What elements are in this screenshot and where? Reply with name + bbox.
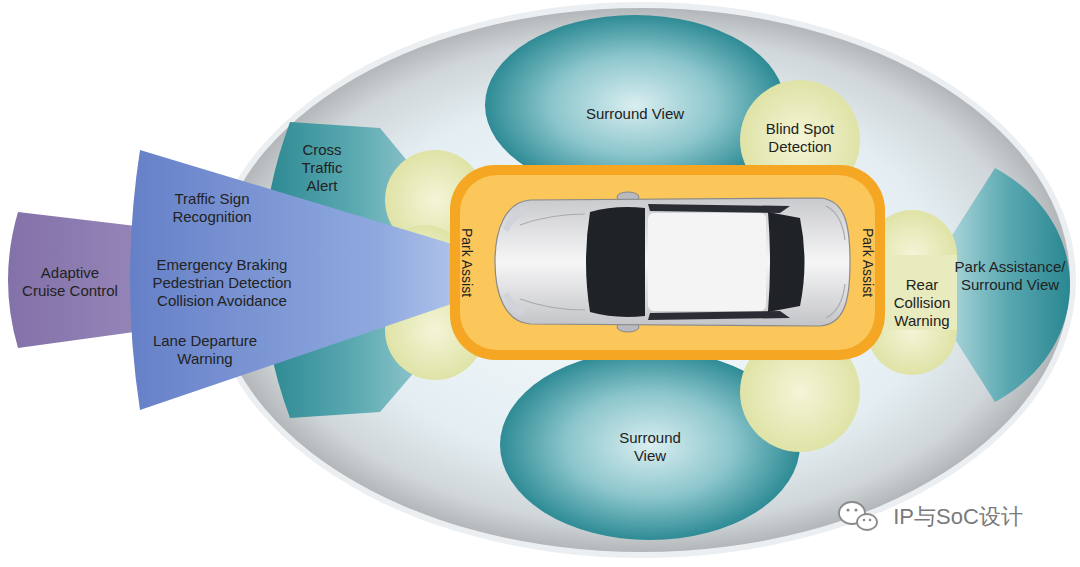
short-range-lobes [385, 80, 957, 452]
sensor-zone: Lane Departure Warning [140, 320, 280, 410]
sensor-zone: Emergency Braking Pedestrian Detection C… [140, 240, 310, 330]
wechat-icon [839, 502, 877, 530]
sensor-zone: Park Assistance/ Surround View [935, 168, 1072, 402]
zone-label: Park Assistance/ Surround View [950, 258, 1070, 294]
sensor-zone: Surround View [485, 15, 785, 195]
watermark-text: IP与SoC设计 [893, 504, 1023, 530]
zone-label: Lane Departure Warning [148, 332, 263, 368]
zone-label: Blind Spot Detection [755, 120, 845, 156]
zone-label: Park Assist [860, 227, 877, 296]
zone-label: Traffic Sign Recognition [162, 190, 262, 226]
zone-label: Adaptive Cruise Control [20, 264, 120, 300]
sensor-zone: Adaptive Cruise Control [5, 212, 135, 348]
zone-label: Rear Collision Warning [887, 276, 957, 330]
sensor-zone: Cross Traffic Alert [260, 122, 380, 217]
sensor-zone: Traffic Sign Recognition [140, 150, 280, 235]
sensor-zone: Park Assist Park Assist [450, 165, 885, 360]
zone-label: Emergency Braking Pedestrian Detection C… [147, 256, 297, 310]
sensor-zone: Surround View [500, 350, 800, 540]
zone-label: Surround View [615, 429, 685, 465]
park-assist-band [450, 165, 885, 360]
zone-label: Park Assist [459, 227, 476, 296]
car-top-view [495, 192, 850, 332]
sensor-zone: Rear Collision Warning [867, 210, 957, 375]
zone-label: Cross Traffic Alert [295, 141, 350, 195]
zone-label: Surround View [586, 105, 684, 123]
park-assist-band-inner [460, 175, 875, 350]
sensor-zone: Blind Spot Detection [740, 80, 860, 200]
